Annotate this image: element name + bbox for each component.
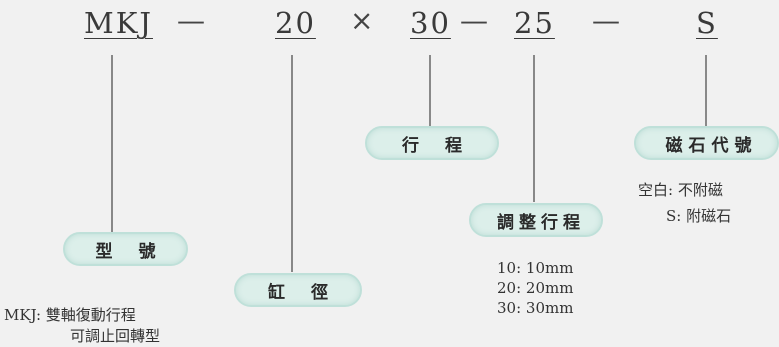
magnet-note-s: S: 附磁石 xyxy=(666,207,732,225)
model-note-line1: MKJ: 雙軸復動行程 xyxy=(4,306,136,324)
model-code: MKJ xyxy=(84,6,153,40)
adjust-label-pill: 調整行程 xyxy=(469,203,603,237)
times-symbol: × xyxy=(350,4,374,37)
magnet-note-blank: 空白: 不附磁 xyxy=(638,181,723,199)
bore-label-pill: 缸 徑 xyxy=(234,273,362,307)
stroke-label: 行 程 xyxy=(402,135,472,156)
adjust-code: 25 xyxy=(514,6,555,40)
magnet-code: S xyxy=(696,6,718,40)
magnet-label-pill: 磁石代號 xyxy=(634,126,779,160)
adjust-note-20: 20: 20mm xyxy=(497,279,574,297)
adjust-note-10: 10: 10mm xyxy=(497,259,574,277)
magnet-label: 磁石代號 xyxy=(665,135,758,156)
dash-1: — xyxy=(177,4,205,37)
dash-3: — xyxy=(592,4,620,37)
model-note-line2: 可調止回轉型 xyxy=(70,327,161,345)
adjust-label: 調整行程 xyxy=(497,212,585,233)
stroke-label-pill: 行 程 xyxy=(365,126,499,160)
dash-2: — xyxy=(460,4,488,37)
stroke-code: 30 xyxy=(410,6,451,40)
bore-code: 20 xyxy=(275,6,316,40)
adjust-note-30: 30: 30mm xyxy=(497,299,574,317)
model-label: 型 號 xyxy=(95,241,166,262)
model-label-pill: 型 號 xyxy=(63,232,188,266)
bore-label: 缸 徑 xyxy=(268,282,338,303)
